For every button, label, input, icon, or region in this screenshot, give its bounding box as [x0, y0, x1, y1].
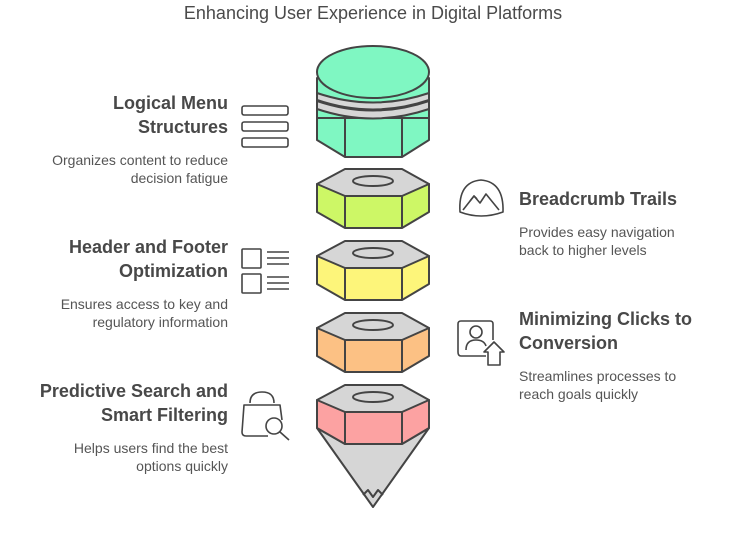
- segment-hex-1: [316, 168, 430, 229]
- item-title-header-footer: Header and Footer Optimization: [68, 237, 228, 281]
- list-layout-icon: [241, 248, 289, 294]
- bag-search-icon: [241, 391, 290, 441]
- segment-hex-3: [316, 312, 430, 373]
- item-title-minimizing-clicks: Minimizing Clicks to Conversion: [519, 309, 693, 353]
- item-desc-minimizing-clicks: Streamlines processes to reach goals qui…: [519, 368, 677, 402]
- item-desc-logical-menu: Organizes content to reduce decision fat…: [52, 152, 228, 186]
- user-upload-icon: [457, 320, 505, 366]
- segment-cylinder: [316, 45, 430, 158]
- item-title-predictive-search: Predictive Search and Smart Filtering: [39, 381, 228, 425]
- item-desc-predictive-search: Helps users find the best options quickl…: [73, 440, 228, 474]
- item-title-logical-menu: Logical Menu Structures: [112, 93, 228, 137]
- segment-hex-4-pencil: [316, 384, 430, 508]
- item-title-breadcrumb: Breadcrumb Trails: [519, 189, 678, 209]
- item-desc-header-footer: Ensures access to key and regulatory inf…: [60, 296, 228, 330]
- mountain-icon: [459, 179, 504, 217]
- menu-lines-icon: [241, 105, 289, 148]
- segment-hex-2: [316, 240, 430, 301]
- item-desc-breadcrumb: Provides easy navigation back to higher …: [519, 224, 675, 258]
- diagram-title: Enhancing User Experience in Digital Pla…: [183, 3, 563, 23]
